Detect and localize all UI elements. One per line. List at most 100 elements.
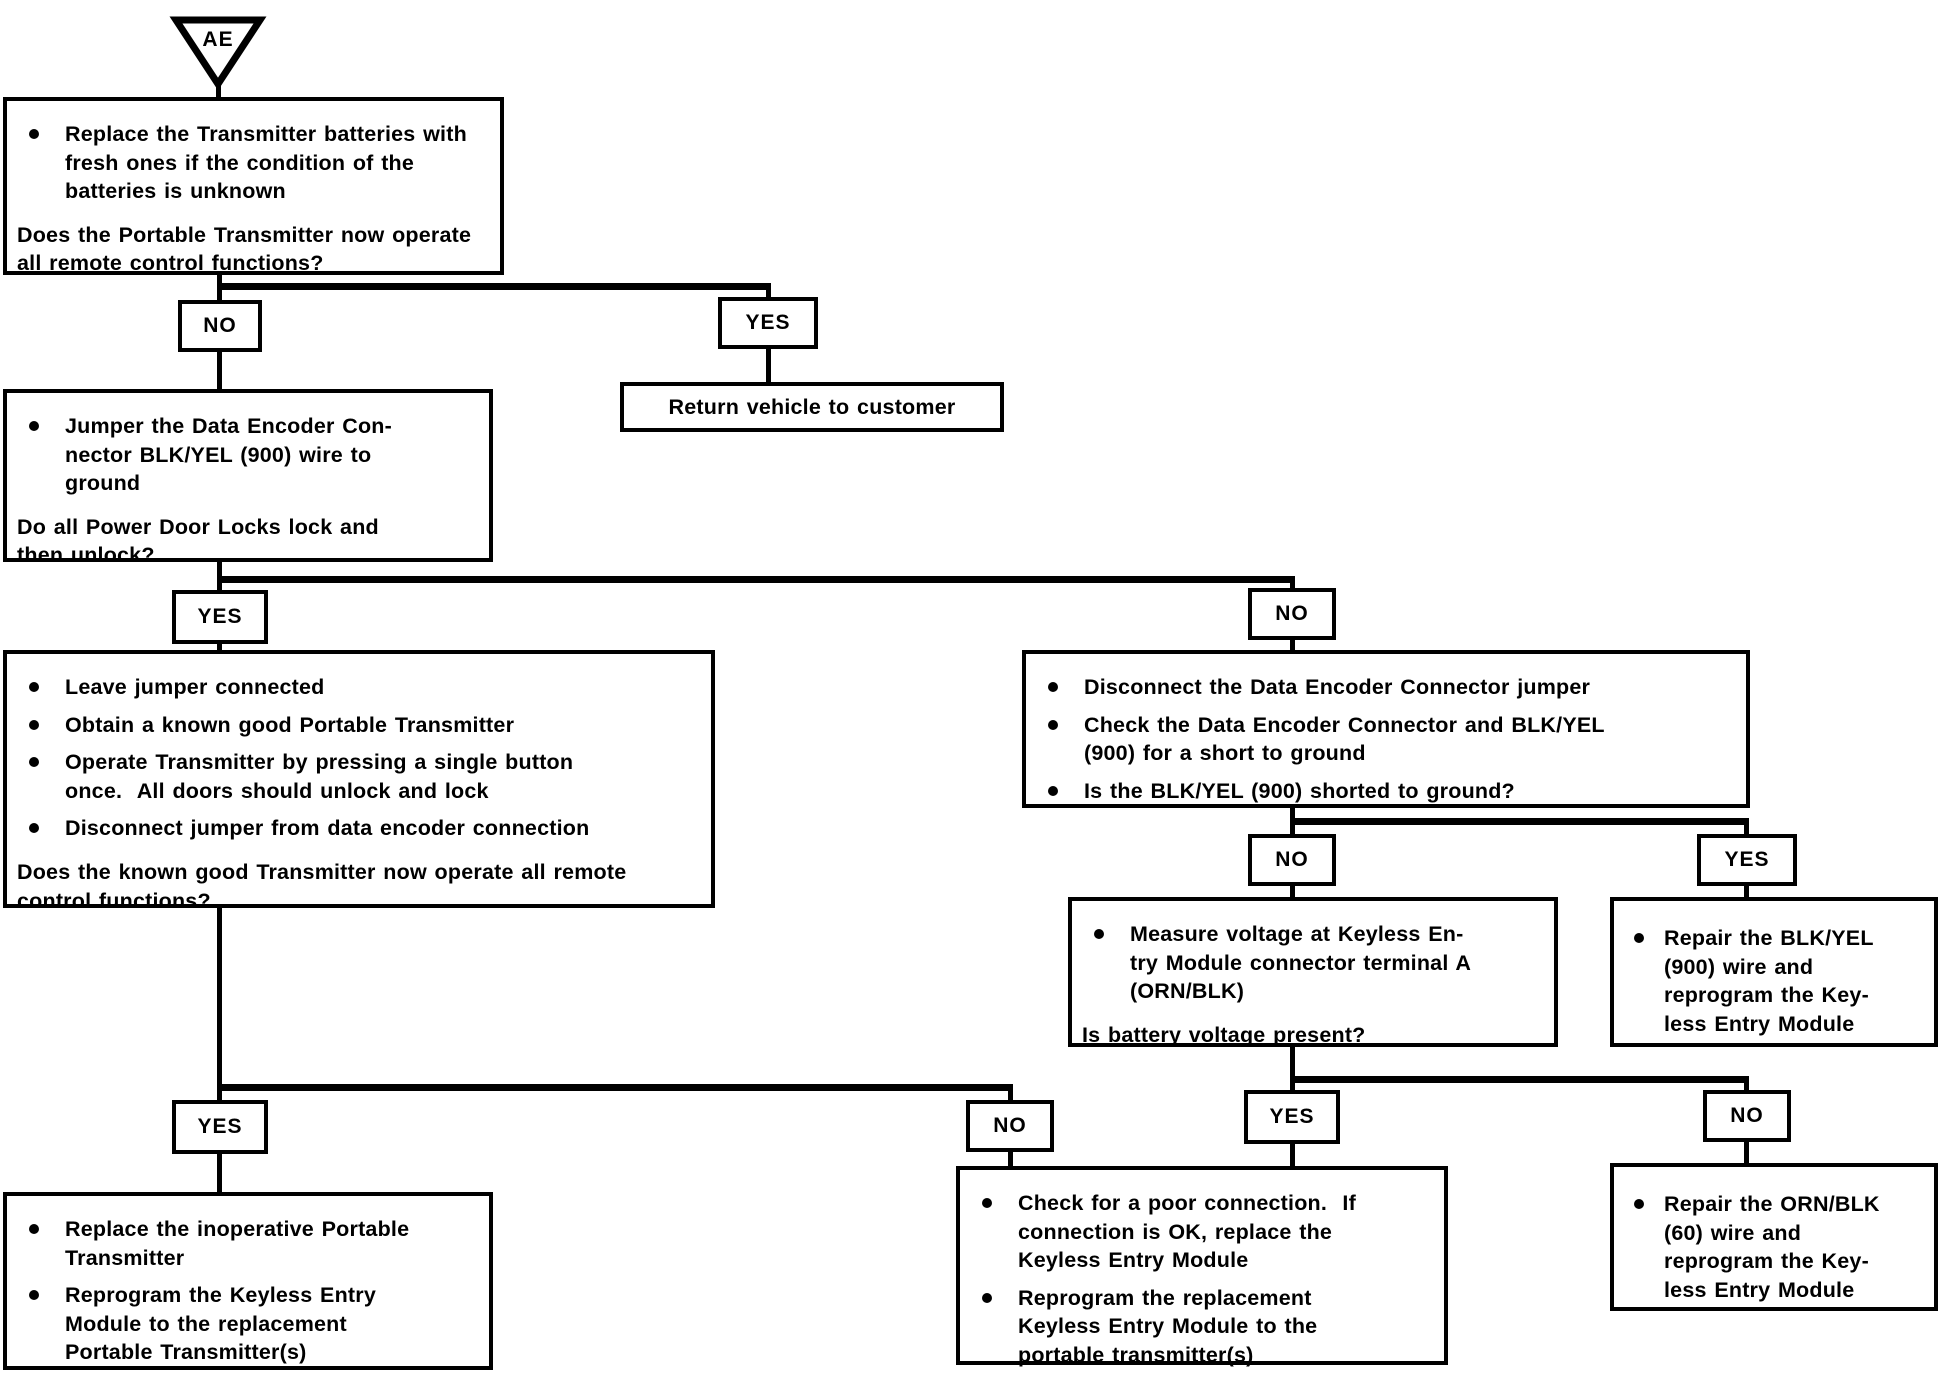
connector-line <box>766 349 771 384</box>
decision-label: YES <box>1269 1105 1315 1129</box>
connector-line <box>1008 1084 1013 1102</box>
question-text: Do all Power Door Locks lock and then un… <box>17 514 379 568</box>
decision-yes-short: YES <box>1697 834 1797 886</box>
connector-line <box>1290 1045 1295 1092</box>
bullet-icon <box>1094 929 1104 939</box>
bullet-icon <box>29 719 39 730</box>
bullet-text: Measure voltage at Keyless En­try Module… <box>1130 922 1471 1004</box>
question-text: Does the Portable Transmitter now operat… <box>17 222 472 276</box>
list-item: Repair the BLK/YEL (900) wire and reprog… <box>1614 924 1934 1038</box>
outcome-return-vehicle: Return vehicle to customer <box>620 382 1004 432</box>
bullet-icon <box>29 421 39 431</box>
bullet-icon <box>29 757 39 768</box>
decision-yes-door-locks: YES <box>172 590 268 644</box>
bullet-text: Disconnect jumper from data encoder conn… <box>65 816 590 841</box>
connector-line <box>1290 640 1295 654</box>
bullet-icon <box>1048 719 1058 730</box>
bullet-text: Replace the Transmitter batteries with f… <box>65 122 467 204</box>
list-item: Is the BLK/YEL (900) shorted to ground? <box>1026 777 1746 806</box>
connector-line <box>217 1154 222 1194</box>
connector-line <box>766 283 771 299</box>
connector-line <box>217 352 222 391</box>
outcome-replace-keyless-module: Check for a poor connection. If connecti… <box>956 1166 1448 1367</box>
connector-line <box>1290 1076 1749 1083</box>
list-item: Disconnect jumper from data encoder conn… <box>7 814 711 843</box>
bullet-text: Operate Transmitter by pressing a single… <box>65 750 574 803</box>
bullet-text: Repair the BLK/YEL (900) wire and reprog… <box>1664 926 1874 1036</box>
bullet-icon <box>1634 1199 1644 1209</box>
list-item: Measure voltage at Keyless En­try Module… <box>1072 920 1554 1006</box>
list-item: Obtain a known good Portable Transmitter <box>7 711 711 740</box>
decision-yes-voltage: YES <box>1244 1090 1340 1144</box>
decision-yes-known-good: YES <box>172 1100 268 1154</box>
list-item: Check for a poor connection. If connecti… <box>960 1189 1444 1275</box>
outcome-repair-blk-yel-wire: Repair the BLK/YEL (900) wire and reprog… <box>1610 897 1938 1047</box>
connector-line <box>217 644 222 654</box>
decision-label: YES <box>1724 848 1770 872</box>
connector-line <box>1744 1142 1749 1163</box>
bullet-text: Obtain a known good Portable Transmitter <box>65 712 515 737</box>
decision-no-remote-functions: NO <box>178 300 262 352</box>
entry-triangle-icon <box>169 16 267 91</box>
connector-line <box>217 906 222 1102</box>
bullet-icon <box>29 129 39 139</box>
bullet-text: Repair the ORN/​BLK (60) wire and reprog… <box>1664 1192 1880 1302</box>
bullet-text: Check the Data Encoder Connector and BLK… <box>1084 712 1605 766</box>
decision-no-door-locks: NO <box>1248 588 1336 640</box>
decision-no-short: NO <box>1248 834 1336 886</box>
bullet-icon <box>1634 933 1644 943</box>
step-check-short-to-ground: Disconnect the Data Encoder Connector ju… <box>1022 650 1750 808</box>
decision-no-voltage: NO <box>1703 1090 1791 1142</box>
decision-label: YES <box>745 311 791 335</box>
decision-label: YES <box>197 605 243 629</box>
bullet-icon <box>29 682 39 692</box>
decision-no-known-good: NO <box>966 1100 1054 1152</box>
entry-connector-label: AE <box>202 28 234 51</box>
bullet-text: Jumper the Data Encoder Con­nector BLK/Y… <box>65 414 392 496</box>
list-item: Repair the ORN/​BLK (60) wire and reprog… <box>1614 1190 1934 1304</box>
bullet-text: Check for a poor connection. If connecti… <box>1018 1191 1356 1273</box>
decision-label: NO <box>1730 1104 1764 1128</box>
bullet-icon <box>982 1292 992 1303</box>
list-item: Replace the Transmitter batteries with f… <box>7 120 500 206</box>
bullet-icon <box>982 1198 992 1208</box>
decision-label: NO <box>993 1114 1027 1138</box>
decision-label: NO <box>1275 602 1309 626</box>
outcome-repair-orn-blk-wire: Repair the ORN/​BLK (60) wire and reprog… <box>1610 1163 1938 1311</box>
question-text: Does the known good Transmitter now oper… <box>17 859 627 913</box>
connector-line <box>1744 886 1749 899</box>
step-jumper-ground: Jumper the Data Encoder Con­nector BLK/Y… <box>3 389 493 567</box>
step-replace-batteries: Replace the Transmitter batteries with f… <box>3 97 504 275</box>
bullet-icon <box>29 1224 39 1234</box>
decision-label: NO <box>203 314 237 338</box>
step-measure-voltage: Measure voltage at Keyless En­try Module… <box>1068 897 1558 1047</box>
bullet-text: Is the BLK/YEL (900) shorted to ground? <box>1084 778 1515 803</box>
connector-line <box>1290 1144 1295 1168</box>
connector-line <box>1744 1076 1749 1092</box>
connector-line <box>217 576 1295 583</box>
connector-line <box>1290 818 1749 825</box>
outcome-text: Return vehicle to customer <box>668 394 956 419</box>
list-item: Replace the inoperative Portable Transmi… <box>7 1215 489 1272</box>
list-item: Jumper the Data Encoder Con­nector BLK/Y… <box>7 412 489 498</box>
list-item: Reprogram the replacement Keyless Entry … <box>960 1284 1444 1370</box>
bullet-icon <box>1048 785 1058 796</box>
connector-line <box>1290 886 1295 899</box>
bullet-text: Reprogram the Keyless Entry Module to th… <box>65 1283 377 1365</box>
connector-line <box>1008 1152 1013 1168</box>
connector-line <box>1290 576 1295 590</box>
list-item: Leave jumper connected <box>7 673 711 702</box>
outcome-replace-transmitter: Replace the inoperative Portable Transmi… <box>3 1192 493 1370</box>
bullet-text: Disconnect the Data Encoder Connector ju… <box>1084 675 1591 699</box>
bullet-text: Reprogram the replacement Keyless Entry … <box>1018 1285 1318 1367</box>
connector-line <box>217 283 771 290</box>
list-item: Reprogram the Keyless Entry Module to th… <box>7 1281 489 1367</box>
bullet-icon <box>29 1290 39 1301</box>
decision-label: YES <box>197 1115 243 1139</box>
question-text: Is battery voltage present? <box>1082 1022 1366 1047</box>
connector-line <box>1744 818 1749 836</box>
step-test-known-transmitter: Leave jumper connected Obtain a known go… <box>3 650 715 913</box>
list-item: Disconnect the Data Encoder Connector ju… <box>1026 673 1746 702</box>
connector-line <box>216 82 221 98</box>
